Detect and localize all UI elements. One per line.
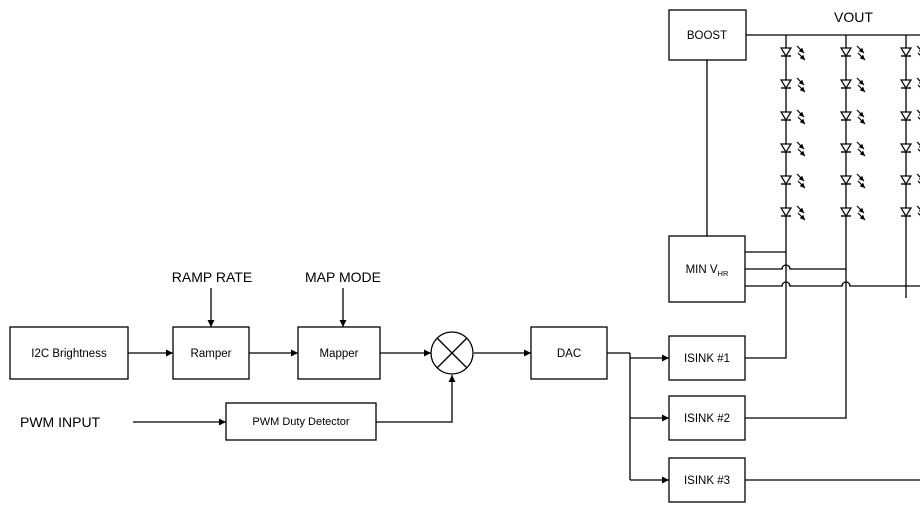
led-icon	[899, 173, 920, 187]
pwm-detector-to-multiplier-arrow	[376, 375, 456, 423]
isink-2-block: ISINK #2	[668, 395, 746, 441]
led-string-3	[899, 35, 920, 298]
led-icon	[839, 45, 866, 61]
min-vhr-subscript: HR	[718, 269, 729, 278]
boost-block: BOOST	[668, 9, 747, 61]
led-icon	[839, 205, 866, 221]
led-icon	[899, 109, 920, 123]
min-vhr-label: MIN VHR	[686, 264, 729, 278]
isink-1-label: ISINK #1	[684, 353, 730, 365]
isink-2-label: ISINK #2	[684, 413, 730, 425]
pwm-duty-detector-label: PWM Duty Detector	[252, 416, 350, 428]
i2c-brightness-label: I2C Brightness	[31, 348, 107, 360]
led-icon	[779, 205, 806, 221]
pwm-input-label: PWM INPUT	[20, 414, 101, 430]
led-icon	[779, 141, 806, 157]
min-vhr-block: MIN VHR	[668, 235, 746, 303]
dac-label: DAC	[557, 348, 581, 360]
led-icon	[779, 45, 806, 61]
ramper-label: Ramper	[191, 348, 232, 360]
multiplier-symbol	[430, 331, 474, 375]
mapper-block: Mapper	[297, 326, 381, 380]
isink-3-label: ISINK #3	[684, 475, 730, 487]
led-strings	[779, 35, 920, 298]
led-icon	[899, 205, 920, 219]
led-icon	[899, 77, 920, 91]
led-icon	[839, 173, 866, 189]
isink-2-to-string-2-wire	[745, 298, 847, 419]
map-mode-label: MAP MODE	[305, 269, 381, 285]
led-string-2	[839, 35, 866, 298]
led-string-1	[779, 35, 806, 298]
dac-to-isink-bus	[607, 352, 669, 484]
dac-block: DAC	[530, 326, 608, 380]
led-icon	[839, 109, 866, 125]
min-vhr-feedback-lines	[745, 251, 920, 287]
mapper-label: Mapper	[320, 348, 359, 360]
i2c-brightness-block: I2C Brightness	[9, 326, 129, 380]
isink-1-to-string-1-wire	[745, 298, 787, 359]
led-icon	[839, 77, 866, 93]
led-icon	[779, 77, 806, 93]
led-icon	[839, 141, 866, 157]
isink-3-block: ISINK #3	[668, 457, 746, 503]
led-icon	[899, 141, 920, 155]
ramper-block: Ramper	[172, 326, 250, 380]
isink-1-block: ISINK #1	[668, 335, 746, 381]
led-icon	[779, 173, 806, 189]
vout-label: VOUT	[834, 9, 873, 25]
led-icon	[899, 45, 920, 59]
ramp-rate-label: RAMP RATE	[172, 269, 252, 285]
boost-label: BOOST	[687, 30, 727, 42]
pwm-duty-detector-block: PWM Duty Detector	[225, 402, 377, 441]
led-icon	[779, 109, 806, 125]
